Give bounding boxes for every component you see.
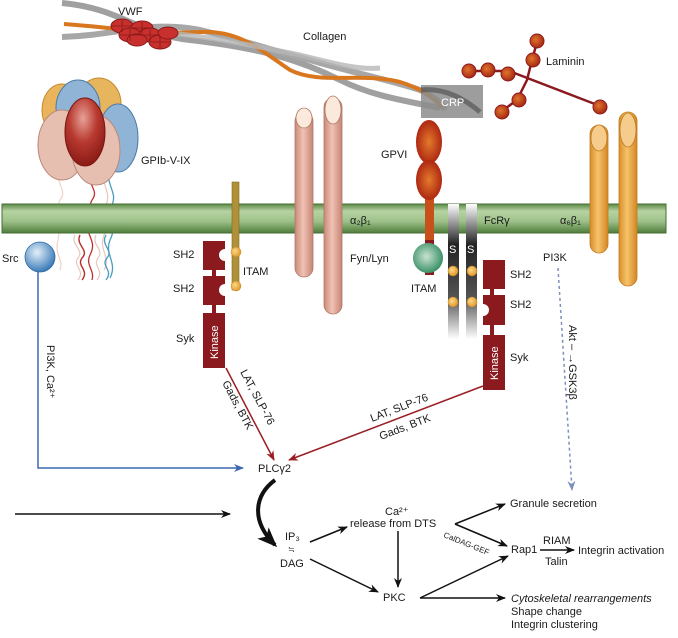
fcr-gamma-dimer (447, 204, 478, 339)
integrin-activation-label: Integrin activation (578, 545, 664, 557)
rap1-label: Rap1 (511, 544, 537, 556)
talin-label: Talin (545, 556, 568, 568)
ca-to-rap1-arrow (454, 523, 508, 547)
gpib-v-ix-complex (37, 77, 139, 281)
caldag-gef-label: CalDAG-GEF (442, 531, 490, 558)
gpib-label: GPIb-V-IX (141, 155, 191, 167)
integrin-a2b1-label: α₂β₁ (350, 215, 371, 227)
pi3k-to-granule-arrow (557, 267, 576, 491)
plc-to-ip3-dag-arrow (256, 478, 278, 548)
ca-release-label: release from DTS (350, 518, 436, 530)
syk-right-to-plc-arrow (288, 385, 484, 461)
gpib-transmembrane-helices (73, 234, 110, 281)
integrin-a6b1 (589, 111, 638, 287)
disulfide-dash: – (459, 243, 466, 255)
disulfide-s-left: S (449, 244, 456, 256)
laminin-molecule (461, 33, 608, 120)
ca-label: Ca²⁺ (385, 506, 409, 518)
dag-label: DAG (280, 558, 304, 570)
fyn-lyn-kinase (413, 243, 443, 273)
cytoskeletal-label: Cytoskeletal rearrangements (511, 593, 652, 605)
sh2-right-2-label: SH2 (510, 299, 531, 311)
ip3-label: IP₃ (285, 531, 300, 543)
collagen-label: Collagen (303, 31, 346, 43)
crp-label: CRP (441, 97, 464, 109)
sh2-right-1 (483, 260, 505, 289)
syk-right-label: Syk (510, 352, 529, 364)
dag-to-pkc-arrow (309, 558, 379, 593)
disulfide-s-right: S (467, 244, 474, 256)
akt-gsk-label: Akt – →GSK3β (566, 325, 578, 400)
syk-left-label: Syk (176, 333, 195, 345)
syk-left (203, 241, 225, 368)
syk-left-to-plc-arrow (225, 367, 275, 461)
integrin-a6b1-label: α₆β₁ (560, 215, 581, 227)
pkc-to-rap1-arrow (419, 555, 509, 599)
fyn-lyn-label: Fyn/Lyn (350, 253, 389, 265)
gpvi-label: GPVI (381, 149, 407, 161)
ca-to-granule-arrow (454, 503, 506, 525)
plc-gamma2-label: PLCγ2 (258, 463, 291, 475)
src-path-label: PI3K, Ca²⁺ (44, 345, 56, 399)
src-to-plc-arrow (37, 272, 244, 472)
laminin-label: Laminin (546, 56, 585, 68)
src-label: Src (2, 253, 19, 265)
kinase-right-label: Kinase (489, 346, 501, 380)
fcr-label: FcRγ (484, 215, 510, 227)
kinase-left-label: Kinase (209, 325, 221, 359)
granule-secretion-label: Granule secretion (510, 498, 597, 510)
src-kinase (24, 241, 56, 273)
itam-left-label: ITAM (243, 266, 268, 278)
riam-label: RIAM (543, 535, 571, 547)
sh2-left-1-label: SH2 (173, 249, 194, 261)
itam-gpvi-label: ITAM (411, 283, 436, 295)
integrin-clustering-label: Integrin clustering (511, 619, 598, 631)
vwf-multimer (110, 18, 179, 50)
integrin-a2b1 (294, 95, 343, 315)
ip3-to-ca-arrow (309, 526, 348, 543)
sh2-left-2-label: SH2 (173, 283, 194, 295)
itam-rod-left (230, 181, 242, 292)
pkc-label: PKC (383, 592, 406, 604)
ip3-dag-equilibrium: ≒ (288, 545, 295, 554)
pi3k-label: PI3K (543, 252, 568, 264)
shape-change-label: Shape change (511, 606, 582, 618)
vwf-label: VWF (118, 6, 143, 18)
sh2-right-1-label: SH2 (510, 269, 531, 281)
